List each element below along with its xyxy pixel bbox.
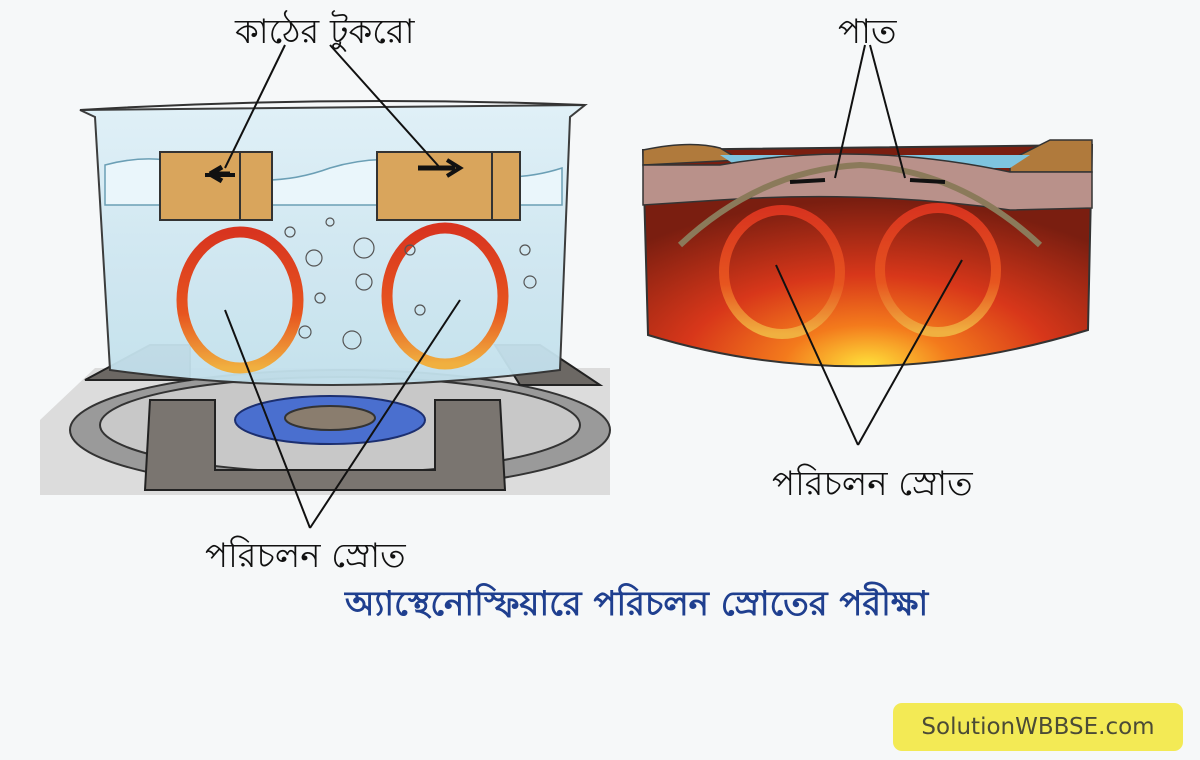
label-plate: পাত: [838, 12, 897, 52]
bubbles: [284, 217, 537, 350]
earth-cross-section: [641, 139, 1094, 368]
pointer-lines-right: [775, 44, 963, 446]
mantle-convection-ring-right: [875, 203, 1001, 337]
gas-stove: [40, 344, 611, 495]
pointer-lines-left: [224, 44, 461, 529]
label-convection-current-right: পরিচলন স্রোত: [772, 464, 973, 504]
mantle-convection-ring-left: [719, 205, 845, 339]
label-wood-pieces: কাঠের টুকরো: [235, 12, 415, 52]
label-convection-current-left: পরিচলন স্রোত: [205, 536, 406, 576]
figure-caption: অ্যাস্থেনোস্ফিয়ারে পরিচলন স্রোতের পরীক্…: [345, 584, 929, 624]
watermark-badge: SolutionWBBSE.com: [893, 703, 1183, 751]
wood-block-left: [159, 151, 273, 221]
convection-ring-right: [381, 222, 509, 370]
glass-pot: [79, 100, 588, 386]
wood-block-right: [376, 151, 521, 221]
convection-ring-left: [176, 226, 304, 374]
